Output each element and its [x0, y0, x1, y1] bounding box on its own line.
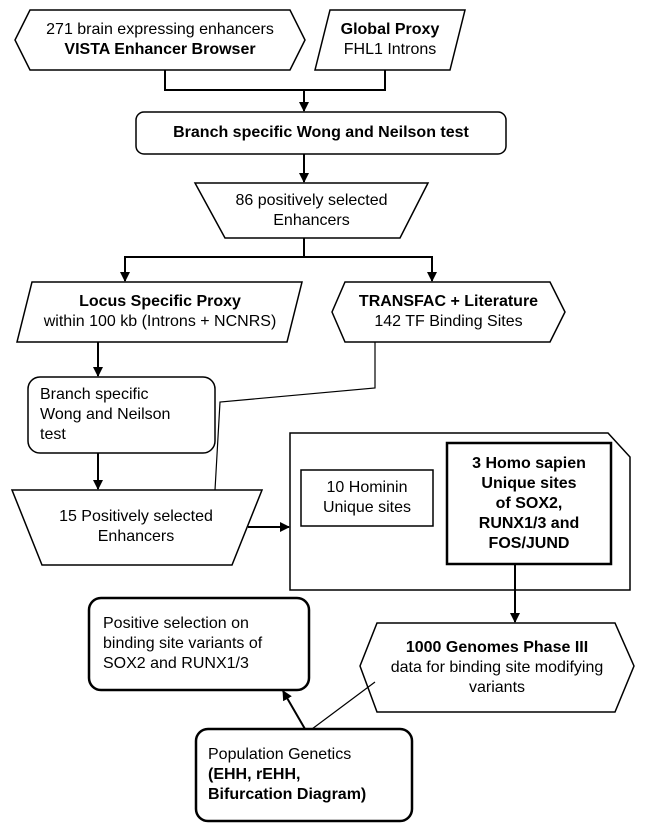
hominin-sites-node: 10 Hominin Unique sites — [301, 470, 433, 526]
genomes-1000-line2: data for binding site modifying — [390, 658, 604, 676]
edge-transfac-to-15 — [214, 342, 376, 491]
locus-proxy-line1: Locus Specific Proxy — [79, 293, 241, 310]
global-proxy-line1: Global Proxy — [340, 21, 440, 38]
homo-sapien-sites-line3: of SOX2, — [495, 494, 563, 512]
transfac-node: TRANSFAC + Literature 142 TF Binding Sit… — [335, 282, 562, 342]
positively-selected-15-line1: 15 Positively selected — [59, 508, 213, 525]
positively-selected-86-line1: 86 positively selected — [235, 191, 388, 209]
positive-selection-line2: binding site variants of — [103, 635, 263, 652]
locus-proxy-line2: within 100 kb (Introns + NCNRS) — [43, 313, 277, 330]
genomes-1000-line3: variants — [468, 678, 526, 696]
positively-selected-86-line2: Enhancers — [273, 211, 350, 229]
edge-86-split — [124, 238, 433, 281]
branch-test-top-label: Branch specific Wong and Neilson test — [173, 124, 469, 141]
branch-test-left-node: Branch specific Wong and Neilson test — [28, 377, 215, 453]
population-genetics-line2: (EHH, rEHH, — [208, 766, 301, 783]
population-genetics-line1: Population Genetics — [208, 746, 352, 763]
transfac-node-shape — [331, 281, 566, 343]
homo-sapien-sites-line2: Unique sites — [481, 474, 577, 492]
edge-popgen-to-positive-selection — [282, 690, 306, 730]
positive-selection-line3: SOX2 and RUNX1/3 — [103, 655, 249, 672]
vista-node-shape — [14, 9, 306, 71]
genomes-1000-line1: 1000 Genomes Phase III — [405, 638, 589, 656]
locus-proxy-node-shape — [16, 281, 303, 343]
branch-test-left-line3: test — [40, 426, 66, 443]
hominin-sites-node-shape — [300, 469, 434, 527]
positively-selected-15-node-shape — [10, 489, 264, 566]
transfac-line1: TRANSFAC + Literature — [358, 293, 539, 310]
global-proxy-node-shape — [314, 9, 466, 71]
branch-test-left-node-shape — [27, 376, 216, 454]
branch-test-left-line1: Branch specific — [40, 386, 149, 403]
vista-line2: VISTA Enhancer Browser — [64, 41, 256, 58]
genomes-1000-node-shape — [359, 622, 635, 713]
edge-popgen-to-1000-genomes — [311, 681, 376, 730]
positively-selected-15-line2: Enhancers — [97, 528, 175, 545]
positive-selection-node-shape — [87, 596, 311, 692]
population-genetics-node: Population Genetics (EHH, rEHH, Bifurcat… — [196, 729, 412, 821]
global-proxy-node: Global Proxy FHL1 Introns — [322, 10, 458, 70]
global-proxy-line2: FHL1 Introns — [343, 41, 437, 58]
vista-node: 271 brain expressing enhancers VISTA Enh… — [15, 10, 305, 70]
positively-selected-86-node-shape — [193, 182, 430, 239]
homo-sapien-sites-node: 3 Homo sapien Unique sites of SOX2, RUNX… — [447, 443, 611, 564]
hominin-sites-line2: Unique sites — [322, 499, 412, 516]
branch-test-left-line2: Wong and Neilson — [40, 406, 171, 423]
positive-selection-node: Positive selection on binding site varia… — [89, 598, 309, 690]
positive-selection-line1: Positive selection on — [103, 615, 249, 632]
homo-sapien-sites-line4: RUNX1/3 and — [478, 514, 580, 532]
locus-proxy-node: Locus Specific Proxy within 100 kb (Intr… — [20, 282, 300, 342]
genomes-1000-node: 1000 Genomes Phase III data for binding … — [368, 623, 626, 712]
vista-line1: 271 brain expressing enhancers — [46, 21, 274, 38]
positively-selected-86-node: 86 positively selected Enhancers — [205, 183, 418, 238]
hominin-sites-line1: 10 Hominin — [326, 479, 408, 496]
edge-vista-merge — [164, 70, 386, 91]
population-genetics-line3: Bifurcation Diagram) — [208, 786, 367, 803]
positively-selected-15-node: 15 Positively selected Enhancers — [30, 494, 242, 560]
branch-test-top-node-shape — [135, 111, 507, 155]
transfac-line2: 142 TF Binding Sites — [374, 313, 523, 330]
branch-test-top-node: Branch specific Wong and Neilson test — [136, 112, 506, 154]
homo-sapien-sites-line1: 3 Homo sapien — [472, 454, 586, 472]
homo-sapien-sites-line5: FOS/JUND — [488, 534, 570, 552]
homo-sapien-sites-node-shape — [445, 441, 613, 566]
